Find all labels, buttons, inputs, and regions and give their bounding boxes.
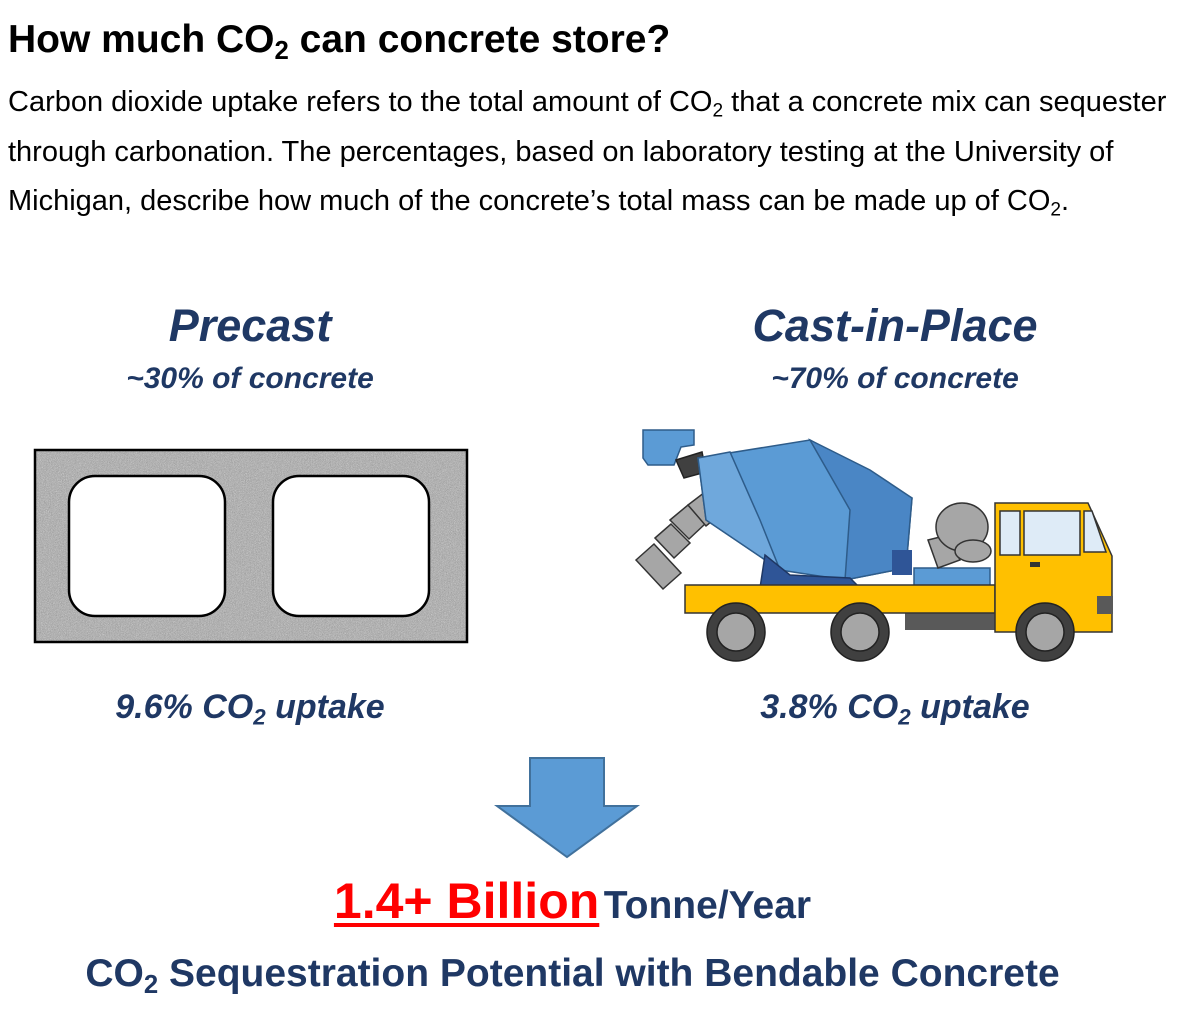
sequestration-caption: CO2 Sequestration Potential with Bendabl… xyxy=(85,952,1060,1000)
sequestration-total: 1.4+ Billion Tonne/Year xyxy=(0,872,1145,930)
precast-share: ~30% of concrete xyxy=(126,362,374,395)
description-paragraph: Carbon dioxide uptake refers to the tota… xyxy=(8,86,1167,221)
cement-mixer-truck-icon xyxy=(634,429,1113,662)
precast-uptake: 9.6% CO2 uptake xyxy=(115,688,385,730)
page-title: How much CO2 can concrete store? xyxy=(8,18,671,66)
total-number: 1.4+ Billion xyxy=(333,873,600,929)
cast-in-place-share: ~70% of concrete xyxy=(771,362,1019,395)
down-arrow-icon xyxy=(494,757,640,859)
total-unit: Tonne/Year xyxy=(603,884,812,927)
precast-heading: Precast xyxy=(168,300,332,351)
cast-in-place-uptake: 3.8% CO2 uptake xyxy=(760,688,1030,730)
cast-in-place-heading: Cast-in-Place xyxy=(752,300,1038,351)
concrete-block-icon xyxy=(33,448,469,644)
